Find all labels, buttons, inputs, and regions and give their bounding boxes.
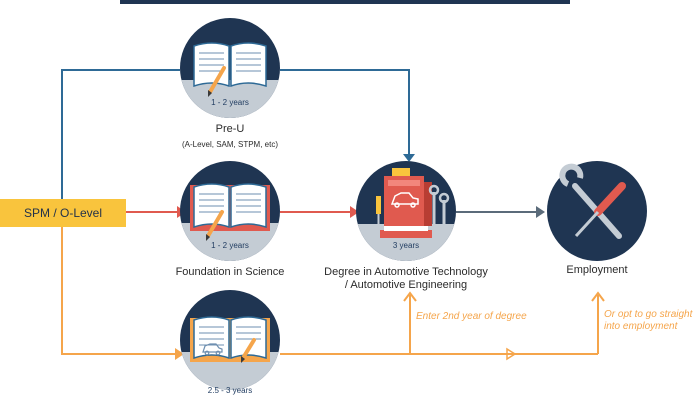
car-icon: [390, 192, 419, 208]
employment-node: [547, 161, 647, 261]
path-to-preu: [61, 69, 180, 199]
enter-second-year-note: Enter 2nd year of degree: [416, 311, 527, 322]
diploma-node: [180, 290, 280, 390]
arrow-preu-to-degree-icon: [403, 154, 415, 162]
connector-lines: [61, 64, 605, 361]
preu-duration: 1 - 2 years: [211, 98, 249, 107]
preu-subtitle: (A-Level, SAM, STPM, etc): [181, 140, 279, 149]
arrow-right-icon: [506, 347, 517, 361]
wrench-icon: [428, 184, 450, 226]
foundation-title: Foundation in Science: [175, 266, 285, 278]
pencil-icon: [208, 66, 226, 97]
diploma-duration: 2.5 - 3 years: [207, 386, 253, 395]
arrow-up-employment-icon: [591, 291, 605, 302]
screwdriver-icon: [376, 196, 381, 228]
foundation-duration: 1 - 2 years: [211, 241, 249, 250]
degree-title-line2: / Automotive Engineering: [344, 279, 468, 291]
path-preu-to-degree: [280, 69, 410, 155]
opt-employment-note-line1: Or opt to go straight: [604, 309, 693, 320]
pencil-icon: [241, 338, 256, 363]
path-to-diploma: [61, 227, 176, 355]
car-sketch-icon: [202, 343, 223, 356]
degree-title-line1: Degree in Automotive Technology: [324, 266, 488, 278]
open-book-icon: [190, 316, 270, 362]
pencil-icon: [206, 210, 224, 241]
screwdriver-icon: [574, 182, 626, 238]
arrow-up-degree-icon: [403, 291, 417, 302]
spm-o-level-box: SPM / O-Level: [0, 199, 126, 227]
arrow-to-diploma-icon: [175, 348, 184, 360]
degree-node: [356, 161, 456, 261]
header-bar: [120, 0, 570, 4]
degree-duration: 3 years: [392, 241, 420, 250]
arrow-to-employment-icon: [536, 206, 545, 218]
opt-employment-note-line2: into employment: [604, 321, 678, 332]
open-book-icon: [190, 183, 270, 231]
preu-title: Pre-U: [215, 123, 245, 135]
employment-title: Employment: [566, 264, 628, 276]
arrow-foundation-to-degree-icon: [350, 206, 359, 218]
